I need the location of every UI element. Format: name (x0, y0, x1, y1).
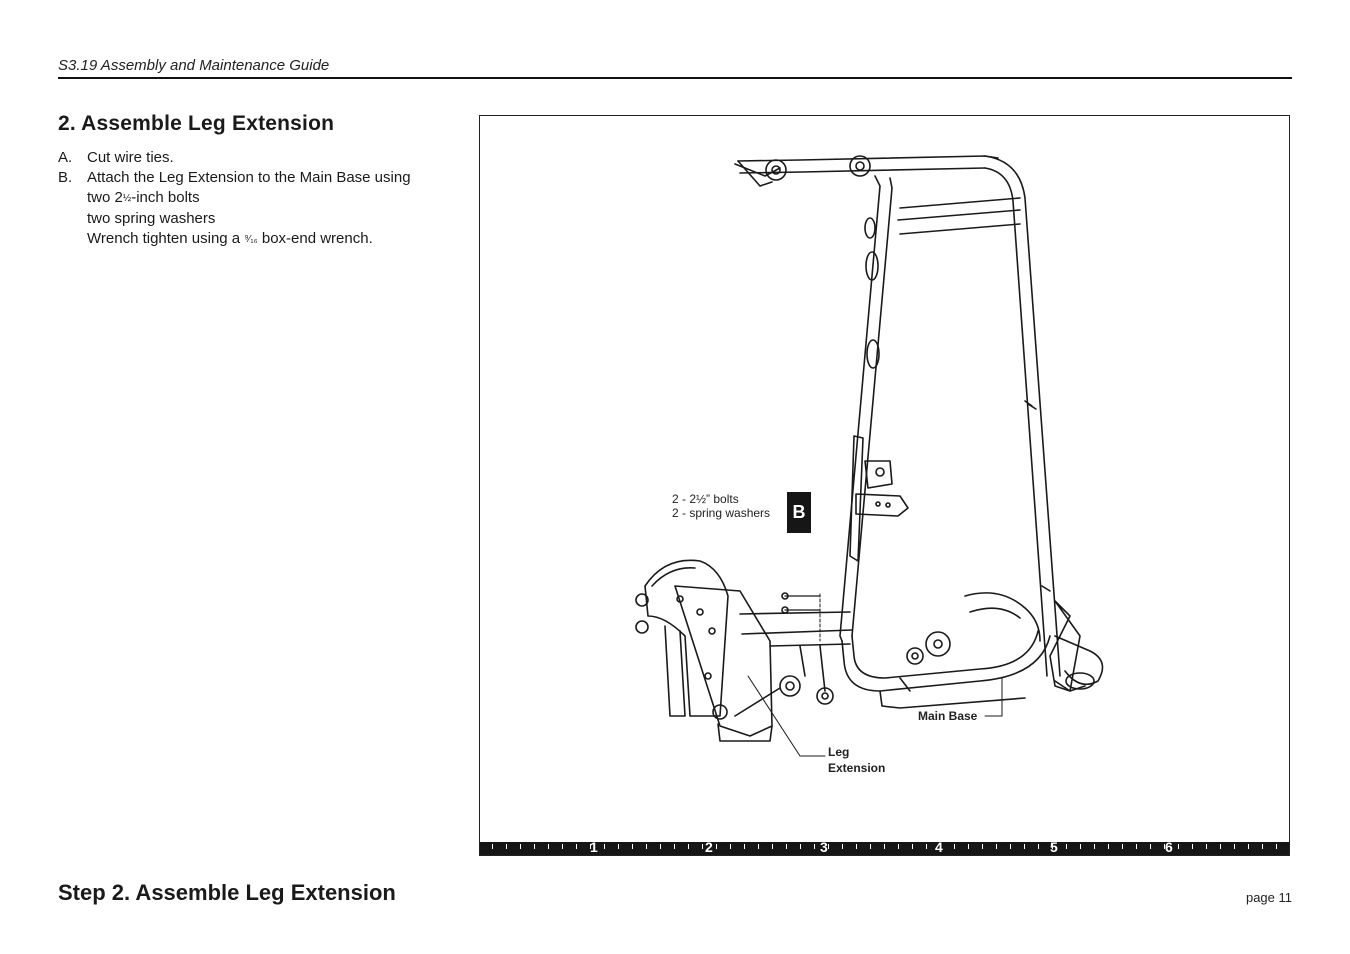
wrench-text-suffix: box-end wrench. (257, 230, 373, 247)
header-rule (58, 77, 1292, 79)
step-letter: A. (58, 149, 73, 166)
bolts-text: two 2 (87, 189, 123, 206)
ruler-tick (1192, 844, 1193, 849)
step-text: Cut wire ties. (87, 149, 174, 166)
ruler-tick (1234, 844, 1235, 849)
ruler-tick (940, 844, 941, 849)
ruler-tick (926, 844, 927, 849)
document-header-title: S3.19 Assembly and Maintenance Guide (58, 57, 330, 74)
instruction-washers-line: two spring washers (87, 210, 216, 227)
ruler-tick (800, 844, 801, 849)
ruler-tick (870, 844, 871, 849)
ruler-number: 1 (590, 839, 598, 855)
ruler-tick (828, 844, 829, 849)
ruler-tick (996, 844, 997, 849)
ruler-tick (1150, 844, 1151, 849)
ruler-tick (1038, 844, 1039, 849)
ruler-tick (688, 844, 689, 849)
page-number: page 11 (1245, 890, 1292, 905)
ruler-tick (758, 844, 759, 849)
ruler-tick (884, 844, 885, 849)
ruler-tick (1220, 844, 1221, 849)
leg-extension-label-line1: Leg (828, 745, 850, 759)
ruler-tick (618, 844, 619, 849)
hardware-callout: 2 - 2½” bolts 2 - spring washers (672, 492, 770, 520)
ruler-tick (1080, 844, 1081, 849)
leg-extension-label: Leg Extension (828, 744, 885, 776)
leg-extension-label-line2: Extension (828, 761, 886, 775)
bolts-fraction: ½ (122, 193, 132, 204)
ruler-tick (772, 844, 773, 849)
ruler-tick (912, 844, 913, 849)
ruler-number: 5 (1050, 839, 1058, 855)
ruler-number: 2 (705, 839, 713, 855)
ruler-number: 6 (1165, 839, 1173, 855)
ruler-tick (1262, 844, 1263, 849)
footer-title: Step 2. Assemble Leg Extension (58, 880, 396, 905)
ruler-tick (814, 844, 815, 849)
assembly-figure: 2 - 2½” bolts 2 - spring washers B Main … (479, 115, 1290, 856)
ruler-tick (982, 844, 983, 849)
ruler-tick (786, 844, 787, 849)
ruler-tick (534, 844, 535, 849)
ruler-tick (590, 844, 591, 849)
ruler-tick (646, 844, 647, 849)
callout-washers: 2 - spring washers (672, 506, 771, 520)
instruction-wrench-line: Wrench tighten using a ⁹⁄₁₆ box-end wren… (58, 229, 411, 250)
step-letter: B. (58, 169, 73, 186)
ruler-tick (730, 844, 731, 849)
ruler-tick (1276, 844, 1277, 849)
ruler-tick (716, 844, 717, 849)
ruler-tick (1136, 844, 1137, 849)
wrench-fraction: ⁹⁄₁₆ (244, 234, 258, 245)
ruler-tick (1052, 844, 1053, 849)
ruler-tick (744, 844, 745, 849)
instruction-bolts-line: two 2½-inch bolts (58, 188, 411, 209)
ruler-tick (660, 844, 661, 849)
ruler-tick (1066, 844, 1067, 849)
ruler-tick (576, 844, 577, 849)
ruler-tick (968, 844, 969, 849)
ruler-tick (1248, 844, 1249, 849)
ruler-tick (1094, 844, 1095, 849)
ruler-tick (520, 844, 521, 849)
ruler-tick (492, 844, 493, 849)
ruler-tick (1024, 844, 1025, 849)
ruler-tick (954, 844, 955, 849)
instruction-step-a: A. Cut wire ties. (58, 148, 411, 168)
ruler-tick (856, 844, 857, 849)
ruler-tick (562, 844, 563, 849)
wrench-text: Wrench tighten using a (87, 230, 245, 247)
step-text: Attach the Leg Extension to the Main Bas… (87, 169, 411, 186)
ruler-tick (898, 844, 899, 849)
ruler-tick (1206, 844, 1207, 849)
bolts-text-suffix: -inch bolts (131, 189, 200, 206)
instruction-list: A. Cut wire ties. B. Attach the Leg Exte… (58, 148, 411, 250)
ruler-tick (842, 844, 843, 849)
ruler-number: 3 (820, 839, 828, 855)
measurement-ruler: 1 2 3 4 5 6 (480, 839, 1289, 855)
step-b-badge: B (787, 492, 811, 533)
main-base-label: Main Base (918, 709, 978, 723)
instruction-step-b: B. Attach the Leg Extension to the Main … (58, 168, 411, 188)
ruler-tick (632, 844, 633, 849)
ruler-tick (1178, 844, 1179, 849)
ruler-tick (1010, 844, 1011, 849)
callout-bolts: 2 - 2½” bolts (672, 492, 739, 506)
assembly-illustration (635, 155, 1104, 757)
ruler-tick (1122, 844, 1123, 849)
ruler-tick (1164, 844, 1165, 849)
ruler-tick (604, 844, 605, 849)
ruler-tick (1108, 844, 1109, 849)
ruler-tick (674, 844, 675, 849)
ruler-tick (702, 844, 703, 849)
section-title: 2. Assemble Leg Extension (58, 112, 335, 135)
ruler-number: 4 (935, 839, 943, 855)
ruler-tick (506, 844, 507, 849)
ruler-tick (548, 844, 549, 849)
